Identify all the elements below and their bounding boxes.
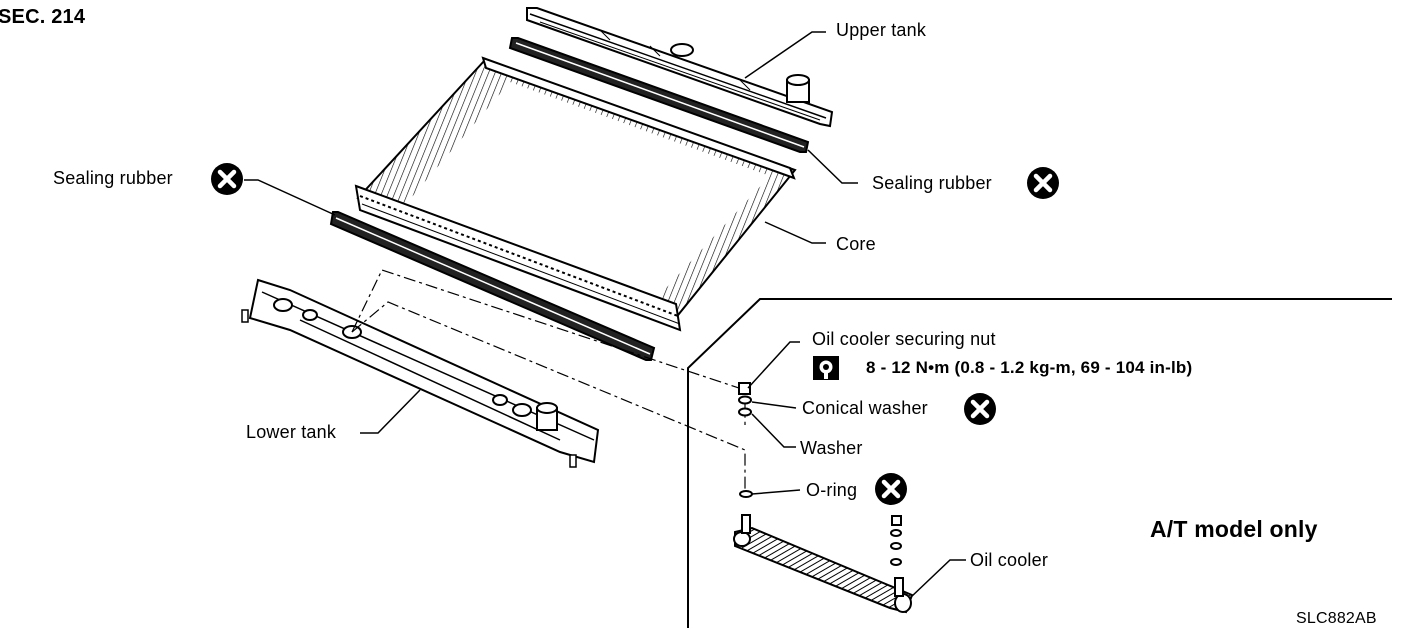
torque-wrench-icon: [813, 356, 839, 380]
inset-border: [687, 298, 1392, 628]
label-sealing-rubber-right: Sealing rubber: [872, 173, 992, 193]
label-upper-tank: Upper tank: [836, 20, 927, 40]
do-not-reuse-x-icon: [211, 163, 243, 195]
model-note: A/T model only: [1150, 516, 1318, 542]
upper-tank-shape: [526, 7, 834, 128]
label-sealing-rubber-left: Sealing rubber: [53, 168, 173, 188]
label-oil-cooler-securing-nut: Oil cooler securing nut: [812, 329, 996, 349]
torque-spec: 8 - 12 N•m (0.8 - 1.2 kg-m, 69 - 104 in-…: [866, 358, 1193, 377]
label-oil-cooler: Oil cooler: [970, 550, 1049, 570]
do-not-reuse-x-icon: [875, 473, 907, 505]
leader-lines: [244, 31, 966, 599]
core-shape: [354, 56, 797, 332]
label-core: Core: [836, 234, 876, 254]
do-not-reuse-x-icon: [964, 393, 996, 425]
figure-code: SLC882AB: [1296, 610, 1377, 627]
do-not-reuse-x-icon: [1027, 167, 1059, 199]
label-o-ring: O-ring: [806, 480, 858, 500]
section-number: SEC. 214: [0, 6, 86, 28]
label-washer: Washer: [800, 438, 863, 458]
oil-cooler-shape: [733, 514, 914, 614]
label-lower-tank: Lower tank: [246, 422, 337, 442]
label-conical-washer: Conical washer: [802, 398, 928, 418]
lower-tank-shape: [241, 278, 600, 468]
